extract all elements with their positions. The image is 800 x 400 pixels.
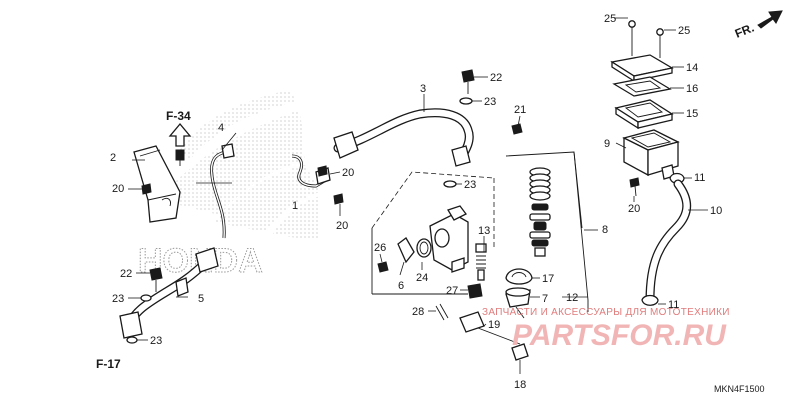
callout-1: 1 — [292, 200, 298, 212]
callout-numbers: 1 2 3 4 5 6 7 8 9 10 11 11 12 13 14 15 1… — [110, 13, 722, 391]
callout-22-top: 22 — [490, 72, 502, 84]
direction-arrow-icon — [757, 10, 783, 29]
diagram-code: MKN4F1500 — [714, 384, 765, 394]
callout-21: 21 — [514, 104, 526, 116]
spring — [529, 167, 551, 201]
reservoir-plate — [612, 76, 672, 97]
valve-cap — [467, 283, 483, 299]
bleed-valve — [475, 243, 487, 281]
callout-20-lower: 20 — [336, 220, 348, 232]
callout-17: 17 — [542, 273, 554, 285]
bolt-22-top — [461, 69, 475, 94]
callout-9: 9 — [604, 138, 610, 150]
callout-28: 28 — [412, 306, 424, 318]
callout-12: 12 — [566, 292, 578, 304]
pipe-fitting-top — [221, 143, 235, 159]
watermark-logo: PARTSFOR.RU — [512, 319, 727, 352]
washer-23-mid — [443, 180, 457, 188]
kit-outline-8 — [505, 151, 589, 312]
callout-13: 13 — [478, 225, 490, 237]
brake-pipe — [291, 154, 344, 205]
bolt-21 — [511, 123, 523, 135]
kit-outline-dashed — [371, 171, 495, 229]
callout-15: 15 — [686, 108, 698, 120]
callout-10: 10 — [710, 205, 722, 217]
callout-20-center: 20 — [342, 167, 354, 179]
bolt-22-left — [149, 267, 163, 292]
piston-cups — [529, 203, 551, 257]
leader-lines — [128, 17, 708, 374]
callout-25-left: 25 — [604, 13, 616, 25]
ref-f34[interactable]: F-34 — [166, 109, 191, 123]
piston-kit — [505, 151, 589, 319]
up-arrow-icon — [168, 122, 192, 147]
brake-hose-lower — [119, 143, 235, 344]
callout-4: 4 — [218, 122, 224, 134]
front-direction-indicator: FR. — [733, 10, 783, 41]
washer-23-left-a — [140, 294, 152, 302]
hose-fitting-lower — [119, 311, 143, 339]
watermark-tagline: ЗАПЧАСТИ И АКСЕССУАРЫ ДЛЯ МОТОТЕХНИКИ — [482, 307, 730, 318]
screw-25-left — [628, 20, 636, 56]
callout-3: 3 — [420, 83, 426, 95]
callout-24: 24 — [416, 272, 428, 284]
callout-22-left: 22 — [120, 268, 132, 280]
reservoir-hose — [645, 179, 692, 305]
ref-f17[interactable]: F-17 — [96, 357, 121, 371]
hose-fitting-right — [451, 145, 471, 167]
callout-14: 14 — [686, 62, 698, 74]
master-cylinder — [371, 171, 529, 361]
callout-23-bottom: 23 — [150, 335, 162, 347]
direction-label: FR. — [733, 21, 756, 41]
hose-clip-left — [175, 277, 189, 297]
callout-23-left: 23 — [112, 293, 124, 305]
callout-20-right: 20 — [628, 203, 640, 215]
washer-23-left-b — [126, 336, 138, 344]
bolt-20-lower — [333, 193, 344, 205]
cotter-pin — [435, 303, 449, 321]
callout-23-top: 23 — [484, 96, 496, 108]
callout-11-upper: 11 — [694, 172, 705, 184]
callout-16: 16 — [686, 83, 698, 95]
hose-clip-lower — [641, 294, 659, 306]
clip-icon — [175, 149, 185, 161]
callout-7: 7 — [542, 293, 548, 305]
callout-20-left: 20 — [112, 183, 124, 195]
callout-8: 8 — [602, 224, 608, 236]
callout-26: 26 — [374, 242, 386, 254]
o-ring — [416, 238, 432, 258]
banjo-fitting — [397, 237, 415, 264]
callout-5: 5 — [198, 293, 204, 305]
mounting-bracket — [133, 122, 192, 223]
bolt-20-right — [629, 177, 640, 197]
callout-18: 18 — [514, 379, 526, 391]
callout-11-lower: 11 — [668, 299, 679, 311]
screw-25-right — [656, 28, 664, 58]
brake-hose-upper — [333, 69, 523, 188]
callout-25-right: 25 — [678, 25, 690, 37]
callout-23-mid: 23 — [464, 179, 476, 191]
bolt-26 — [377, 261, 389, 273]
hose-fitting-upper — [195, 247, 219, 273]
watermark: ЗАПЧАСТИ И АКСЕССУАРЫ ДЛЯ МОТОТЕХНИКИ PA… — [482, 307, 730, 352]
bolt-20-left — [141, 183, 152, 195]
callout-19: 19 — [488, 319, 500, 331]
callout-27: 27 — [446, 285, 458, 297]
washer-23-top — [459, 97, 473, 105]
circlip — [505, 268, 533, 285]
callout-6: 6 — [398, 280, 404, 292]
reservoir-assembly — [610, 20, 692, 306]
bolt-20-center — [317, 165, 328, 177]
callout-2: 2 — [110, 152, 116, 164]
hose-fitting-left — [333, 131, 359, 159]
bolt-18 — [511, 343, 529, 361]
